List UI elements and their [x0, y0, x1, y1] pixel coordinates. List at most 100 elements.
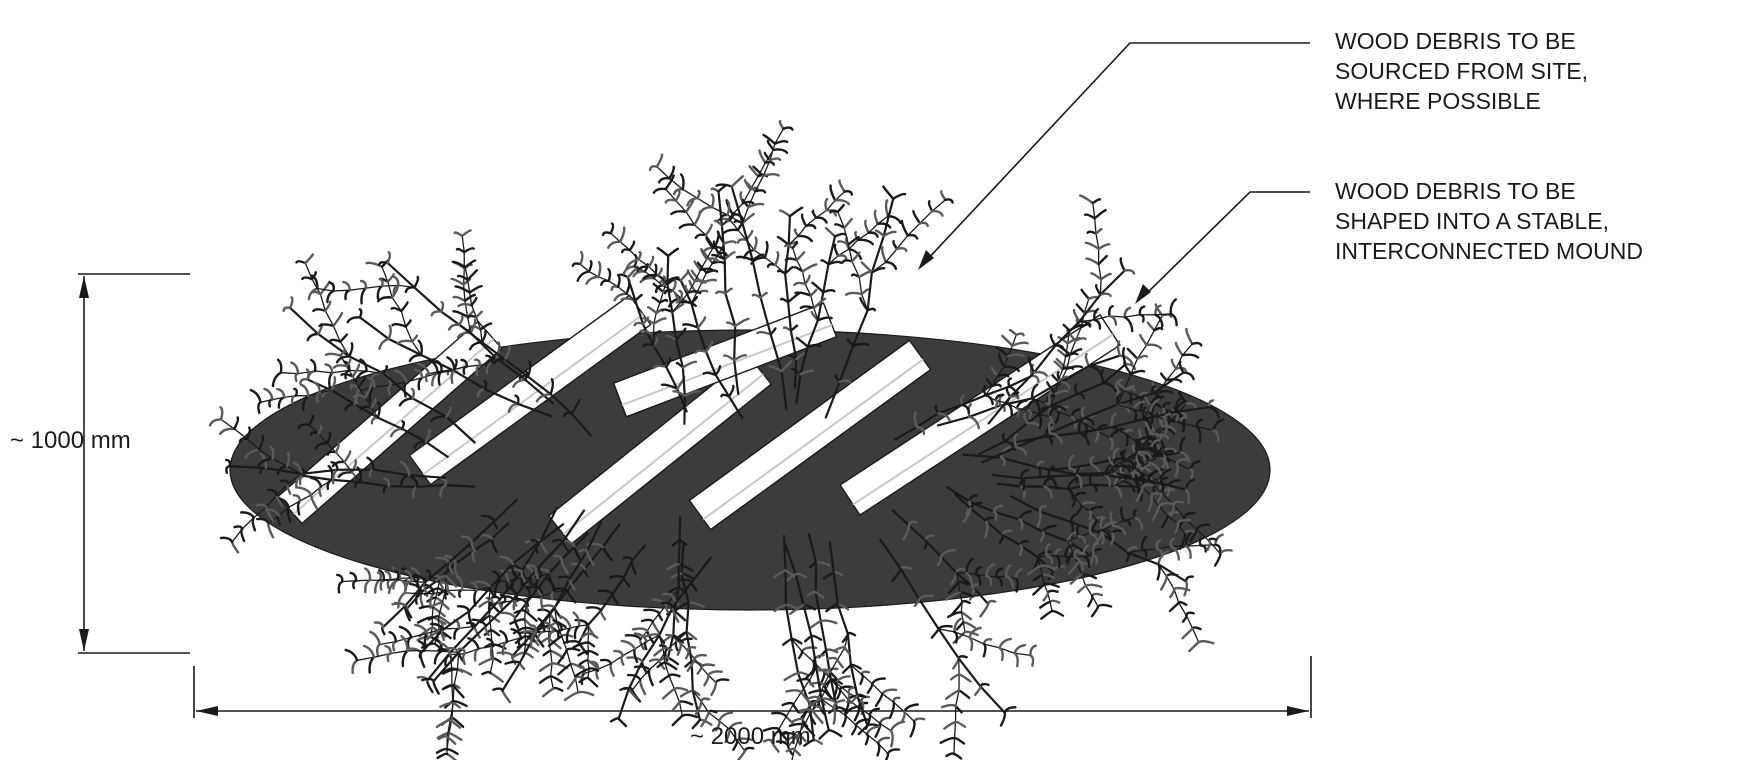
leaflet: [995, 575, 1003, 587]
leaflet: [733, 354, 747, 362]
leaflet: [762, 133, 777, 145]
leaflet: [1113, 484, 1123, 498]
leaflet: [257, 401, 262, 414]
leaflet: [1131, 463, 1142, 480]
leaflet: [700, 697, 711, 703]
leaflet: [694, 233, 708, 239]
leaflet: [1019, 477, 1026, 491]
leaflet: [811, 209, 818, 219]
leaflet: [1074, 337, 1087, 342]
leaflet: [406, 636, 413, 649]
leaflet: [826, 656, 839, 661]
leaflet: [1170, 358, 1178, 370]
leaflet: [293, 387, 298, 397]
leaflet: [408, 353, 423, 363]
leaflet: [1114, 386, 1120, 396]
leaflet: [557, 663, 572, 676]
leaflet: [679, 300, 697, 308]
leaflet: [957, 673, 972, 683]
leaflet: [716, 217, 732, 223]
leaflet: [678, 223, 696, 229]
leaflet: [578, 548, 589, 553]
leaflet: [1032, 583, 1046, 596]
leaflet: [388, 631, 397, 643]
leaflet: [775, 740, 790, 748]
leaflet: [833, 232, 847, 238]
leaflet: [1094, 227, 1103, 235]
leaflet: [998, 646, 1004, 661]
leaflet: [624, 633, 642, 641]
leaflet: [435, 747, 449, 754]
leaflet: [471, 618, 488, 628]
leaflet: [1191, 341, 1203, 347]
leaflet: [526, 360, 532, 378]
leaflet: [617, 717, 628, 728]
leaflet: [693, 279, 707, 284]
leaflet: [724, 287, 733, 295]
leaflet: [1197, 639, 1215, 645]
leaflet: [344, 403, 356, 412]
leaflet: [368, 656, 376, 674]
leaflet: [805, 695, 820, 701]
leaflet: [787, 354, 798, 361]
leaflet: [1129, 471, 1140, 476]
leaflet: [255, 503, 268, 509]
leaflet: [391, 602, 407, 607]
leaflet: [934, 405, 940, 415]
leaflet: [257, 457, 274, 467]
leaflet: [1169, 587, 1176, 599]
leaflet: [968, 636, 974, 651]
leaflet: [398, 397, 414, 407]
leaflet: [642, 317, 655, 325]
leaflet: [681, 713, 699, 719]
leaflet: [773, 569, 787, 579]
leaflet: [359, 405, 373, 411]
leaflet: [1181, 614, 1188, 623]
leaflet: [524, 610, 538, 622]
leaflet: [1174, 522, 1180, 534]
leaflet: [937, 624, 953, 631]
leaflet: [337, 471, 354, 478]
leaflet: [666, 656, 680, 666]
leaflet: [751, 253, 765, 262]
leaflet: [410, 387, 416, 400]
leaflet: [391, 323, 407, 328]
leaflet: [791, 367, 802, 376]
leaflet: [464, 259, 477, 269]
leaflet: [791, 717, 804, 723]
leaflet: [441, 581, 450, 592]
leaflet: [857, 724, 869, 736]
leaflet: [1083, 213, 1096, 220]
leaflet: [339, 348, 346, 357]
leaflet: [391, 275, 400, 287]
leaflet: [751, 293, 762, 299]
leaflet: [881, 688, 898, 695]
leaflet: [318, 323, 335, 328]
leaflet: [1064, 555, 1070, 565]
leaflet: [1073, 555, 1085, 571]
leaflet: [632, 270, 646, 278]
leaflet: [547, 635, 563, 648]
leaflet: [586, 542, 604, 549]
leaflet: [1110, 412, 1117, 429]
leaflet: [990, 366, 999, 378]
leaflet: [1119, 257, 1126, 272]
leaflet: [571, 562, 586, 570]
leaflet: [1154, 313, 1164, 328]
leaflet: [667, 247, 680, 258]
leaflet: [675, 361, 685, 369]
leaflet: [457, 302, 473, 308]
leaflet: [691, 718, 702, 730]
leaflet: [674, 327, 687, 342]
leaflet: [1126, 347, 1139, 360]
leaflet: [696, 261, 708, 274]
leaflet: [1090, 605, 1100, 618]
leaflet: [1165, 573, 1179, 578]
leaflet: [678, 289, 684, 300]
leaflet: [782, 638, 793, 646]
leaflet: [609, 222, 615, 235]
leaflet: [541, 687, 555, 698]
leaflet: [639, 329, 655, 336]
leaflet: [661, 687, 676, 700]
leaflet: [295, 260, 307, 265]
